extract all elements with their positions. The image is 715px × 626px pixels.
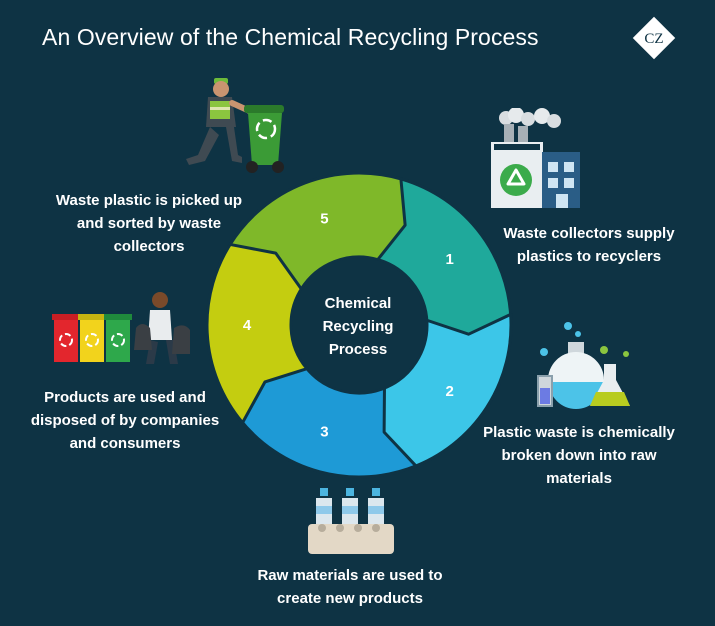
step-4-caption: Products are used and disposed of by com… xyxy=(30,389,220,452)
step-5-number: 5 xyxy=(320,210,328,227)
step-2-caption: Plastic waste is chemically broken down … xyxy=(483,424,675,487)
logo: CZ xyxy=(632,16,676,60)
recycle-bins-icon xyxy=(52,292,190,364)
step-5-caption: Waste plastic is picked up and sorted by… xyxy=(55,192,243,255)
bottles-conveyor-icon xyxy=(308,488,394,554)
step-1-caption: Waste collectors supply plastics to recy… xyxy=(503,225,675,265)
step-4-number: 4 xyxy=(243,317,252,334)
page-title: An Overview of the Chemical Recycling Pr… xyxy=(42,24,539,50)
step-2-number: 2 xyxy=(445,383,453,400)
lab-flask-icon xyxy=(537,322,630,409)
logo-text: CZ xyxy=(644,31,663,47)
step-5-segment xyxy=(228,171,407,291)
center-label: Chemical Recycling Process xyxy=(322,295,394,358)
step-1-number: 1 xyxy=(445,251,453,268)
step-3-caption: Raw materials are used to create new pro… xyxy=(257,567,443,607)
factory-icon xyxy=(491,108,580,208)
waste-collector-icon xyxy=(186,78,284,173)
step-3-number: 3 xyxy=(320,424,328,441)
center-hub xyxy=(292,258,426,392)
